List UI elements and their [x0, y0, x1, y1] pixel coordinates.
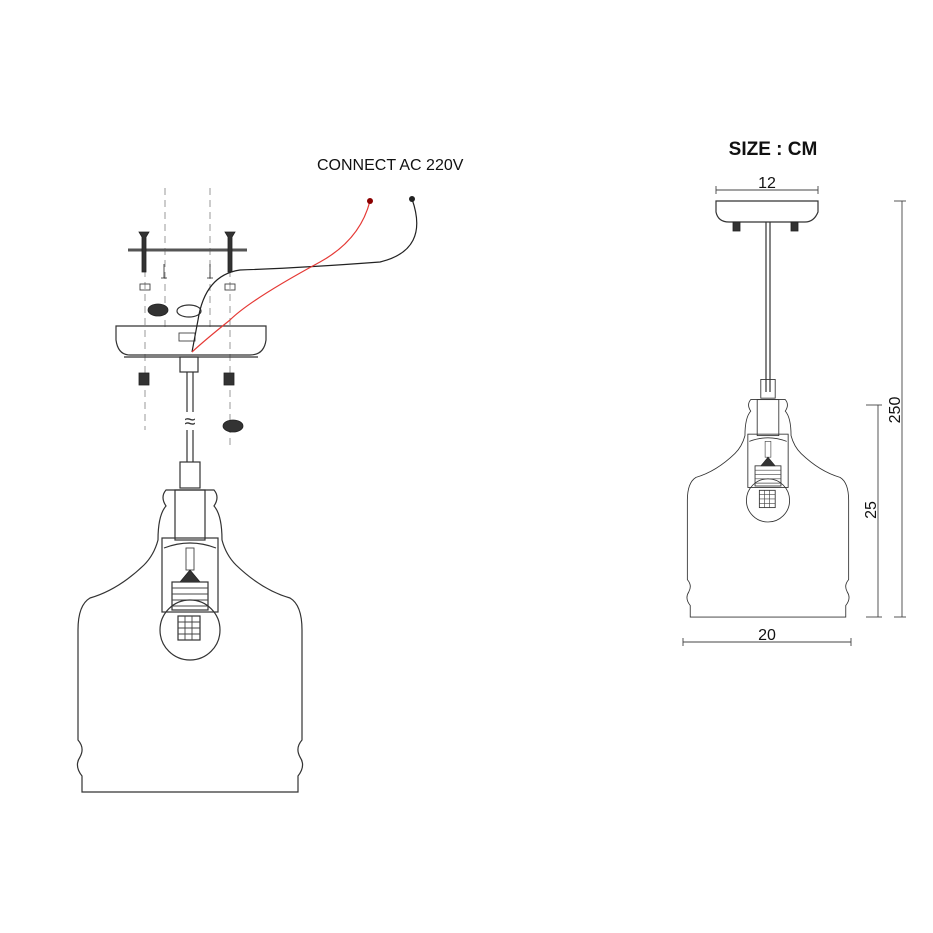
size-unit-title: SIZE : CM	[729, 139, 818, 160]
lamp-shade-right	[686, 379, 850, 618]
ceiling-canopy	[115, 325, 267, 386]
ceiling-canopy-right	[715, 200, 819, 392]
canopy-width-value: 12	[758, 175, 776, 192]
cap-nuts	[147, 303, 244, 433]
dimension-view: SIZE : CM 12 250 25	[682, 139, 906, 646]
canopy-width-dimension: 12	[715, 175, 819, 194]
total-height-dimension: 250	[887, 200, 906, 618]
shade-height-dimension: 25	[863, 404, 882, 618]
wires	[191, 196, 418, 353]
shade-height-value: 25	[863, 501, 880, 519]
lamp-shade-left	[76, 461, 304, 793]
cord-break-symbol: ≈	[185, 411, 196, 433]
connect-ac-label: CONNECT AC 220V	[317, 157, 464, 174]
total-height-value: 250	[887, 397, 904, 424]
mounting-bracket	[128, 231, 247, 291]
shade-width-dimension: 20	[682, 627, 852, 646]
shade-width-value: 20	[758, 627, 776, 644]
suspension-cord: ≈	[176, 372, 204, 462]
exploded-installation-view: CONNECT AC 220V	[76, 157, 464, 793]
